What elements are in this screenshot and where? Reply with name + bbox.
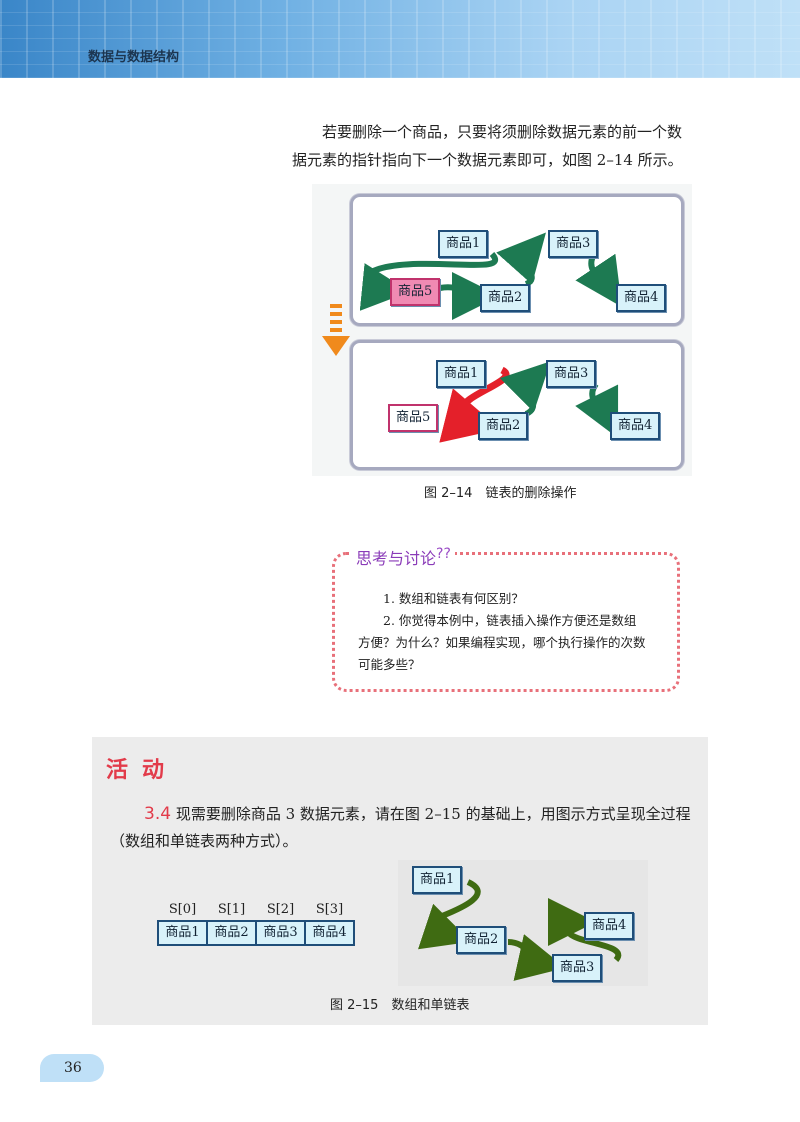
- arrow-5-to-2: [439, 271, 500, 320]
- page-number: 36: [64, 1060, 82, 1076]
- list-node-4: 商品4: [584, 912, 635, 940]
- activity-number: 3.4: [144, 804, 172, 824]
- node-top-1: 商品1: [438, 230, 489, 258]
- node-bottom-2: 商品2: [478, 412, 529, 440]
- list-arrow-2-3: [507, 934, 566, 981]
- array-index-0: S[0]: [168, 902, 197, 917]
- discussion-item-1: 1. 数组和链表有何区别？: [383, 591, 524, 606]
- header-title: 数据与数据结构: [88, 50, 180, 65]
- body-line-2: 据元素的指针指向下一个数据元素即可，如图 2–14 所示。: [292, 151, 683, 169]
- node-top-3: 商品3: [548, 230, 599, 258]
- arrow-3-to-4: [575, 252, 622, 307]
- arrow-1-to-5: [359, 251, 498, 311]
- transition-arrow: [322, 304, 350, 356]
- figure-2-14: 商品1 商品5 商品2 商品3 商品4 商品1 商品5 商品2 商品3 商品4: [312, 184, 692, 476]
- node-bottom-3: 商品3: [546, 360, 597, 388]
- node-bottom-5: 商品5: [388, 404, 439, 432]
- node-top-4: 商品4: [616, 284, 667, 312]
- list-arrows: [417, 879, 622, 981]
- array-index-2: S[2]: [266, 902, 295, 917]
- activity-title: 活动: [106, 758, 179, 783]
- node-bottom-4: 商品4: [610, 412, 661, 440]
- discussion-body: 1. 数组和链表有何区别？ 2. 你觉得本例中，链表插入操作方便还是数组方便？为…: [358, 588, 648, 676]
- body-line-1: 若要删除一个商品，只要将须删除数据元素的前一个数: [322, 123, 683, 141]
- page-number-tab: [40, 1054, 104, 1082]
- array-diagram: 商品1 商品2 商品3 商品4: [157, 920, 355, 946]
- node-top-5: 商品5: [390, 278, 441, 306]
- header-decoration: [0, 0, 800, 78]
- discussion-item-2: 2. 你觉得本例中，链表插入操作方便还是数组方便？为什么？如果编程实现，哪个执行…: [358, 613, 646, 672]
- arrow-2-to-3: [496, 232, 546, 287]
- array-cell: 商品4: [306, 922, 353, 944]
- activity-description: 现需要删除商品 3 数据元素，请在图 2–15 的基础上，用图示方式呈现全过程（…: [110, 805, 691, 850]
- figure-2-15-caption: 图 2–15 数组和单链表: [330, 998, 470, 1013]
- array-index-3: S[3]: [315, 902, 344, 917]
- list-node-3: 商品3: [552, 954, 603, 982]
- array-cell: 商品2: [208, 922, 257, 944]
- list-node-1: 商品1: [412, 866, 463, 894]
- arrow-2-to-3-bottom: [499, 361, 551, 417]
- question-marks-icon: ??: [436, 546, 451, 562]
- array-index-1: S[1]: [217, 902, 246, 917]
- body-paragraph: 若要删除一个商品，只要将须删除数据元素的前一个数 据元素的指针指向下一个数据元素…: [292, 118, 720, 174]
- discussion-title-text: 思考与讨论: [356, 549, 437, 568]
- list-node-2: 商品2: [456, 926, 507, 954]
- node-top-2: 商品2: [480, 284, 531, 312]
- list-arrow-1-2: [417, 879, 481, 950]
- arrow-3-to-4-bottom: [575, 382, 619, 439]
- list-arrow-3-4: [547, 898, 622, 962]
- discussion-box: [332, 552, 680, 692]
- page-header: 数据与数据结构: [0, 0, 800, 78]
- array-cell: 商品3: [257, 922, 306, 944]
- node-bottom-1: 商品1: [436, 360, 487, 388]
- activity-text: 3.4 现需要删除商品 3 数据元素，请在图 2–15 的基础上，用图示方式呈现…: [110, 801, 696, 855]
- figure-arrows: [322, 232, 622, 443]
- figure-2-14-caption: 图 2–14 链表的删除操作: [424, 486, 577, 501]
- figure-2-15-list: 商品1 商品2 商品4 商品3: [398, 860, 648, 986]
- array-cell: 商品1: [159, 922, 208, 944]
- discussion-title: 思考与讨论??: [352, 545, 455, 569]
